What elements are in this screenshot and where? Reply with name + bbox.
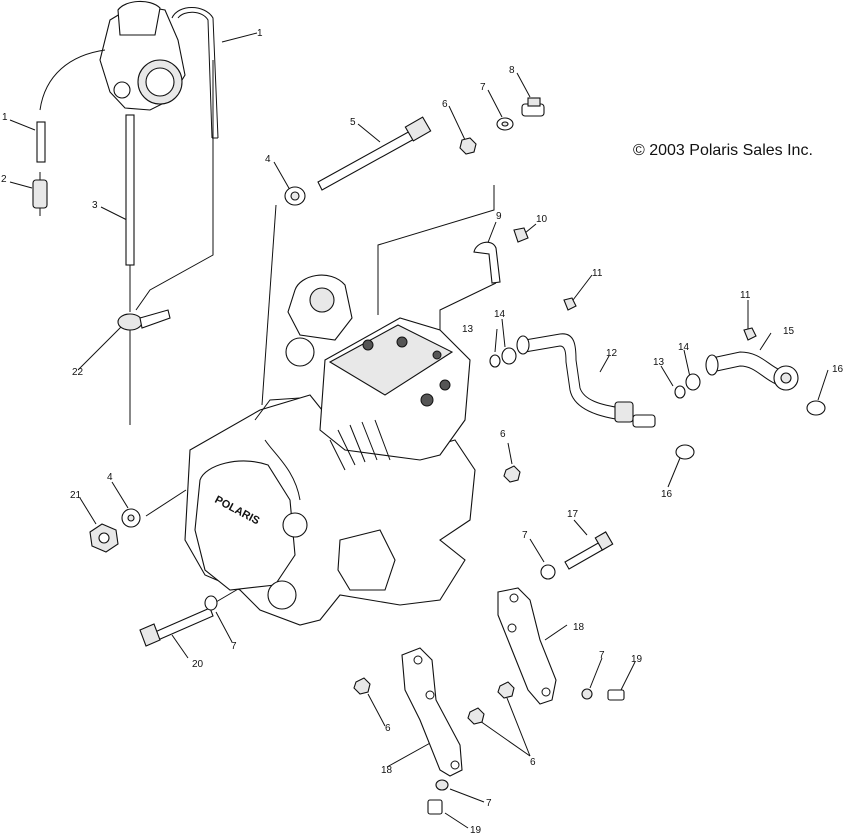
bolt-5 — [317, 116, 432, 191]
washer-7-lower-right — [581, 688, 593, 700]
nut-6-lower-left — [353, 677, 371, 695]
bolt-20 — [139, 607, 214, 647]
bracket-18-left — [401, 647, 463, 777]
washer-4-left — [121, 508, 141, 528]
nut-21 — [89, 523, 119, 553]
bolt-19-bottom — [427, 799, 443, 815]
engine: POLARIS — [184, 274, 476, 626]
callout-4-top: 4 — [265, 154, 271, 165]
callout-12: 12 — [606, 348, 618, 359]
oil-line-12 — [516, 333, 656, 428]
nut-6-lower-right — [497, 681, 515, 699]
callout-18-right: 18 — [573, 622, 585, 633]
callout-6-right: 6 — [500, 429, 506, 440]
callout-7-bottom: 7 — [486, 798, 492, 809]
callout-11-left: 11 — [592, 268, 603, 279]
bolt-11-right — [743, 327, 757, 341]
callout-6-top: 6 — [442, 99, 448, 110]
fuel-filter-2 — [32, 172, 48, 216]
bolt-17 — [564, 531, 614, 570]
leader-lines — [9, 32, 829, 829]
bolt-19-right — [607, 689, 625, 701]
callout-17: 17 — [567, 509, 579, 520]
callout-6-lower-right: 6 — [530, 757, 536, 768]
callout-1-top: 1 — [257, 28, 263, 39]
washer-4-top — [284, 186, 306, 206]
callout-7-top: 7 — [480, 82, 486, 93]
callout-5: 5 — [350, 117, 356, 128]
washer-14-left — [501, 347, 517, 365]
callout-10: 10 — [536, 214, 548, 225]
nut-6-right — [503, 465, 521, 483]
callout-11-right: 11 — [740, 290, 751, 301]
washer-7-bottom — [435, 779, 449, 791]
callout-1-left: 1 — [2, 112, 8, 123]
copyright-notice: © 2003 Polaris Sales Inc. — [633, 142, 813, 159]
callout-13-right: 13 — [653, 357, 665, 368]
drain-hose-3 — [125, 114, 135, 266]
bracket-9 — [473, 241, 501, 284]
callout-19-bottom: 19 — [470, 825, 482, 835]
bolt-8 — [521, 97, 545, 117]
nut-6-lower-mid — [467, 707, 485, 725]
clamp-22 — [117, 309, 171, 331]
callout-4-left: 4 — [107, 472, 113, 483]
washer-7-right — [540, 564, 556, 580]
washer-13-right — [674, 385, 686, 399]
callout-16-right: 16 — [832, 364, 844, 375]
washer-14-right — [685, 373, 701, 391]
callout-21: 21 — [70, 490, 82, 501]
bolt-10 — [513, 227, 529, 243]
clamp-16-right — [806, 400, 826, 416]
callout-13-left: 13 — [462, 324, 474, 335]
callout-8: 8 — [509, 65, 515, 76]
washer-7-left — [204, 595, 218, 611]
callout-20: 20 — [192, 659, 204, 670]
bolt-11-left — [563, 297, 577, 311]
carburetor — [39, 0, 186, 111]
callout-18-left: 18 — [381, 765, 393, 776]
callout-7-left: 7 — [231, 641, 237, 652]
washer-7-top — [496, 117, 514, 131]
callout-14-right: 14 — [678, 342, 690, 353]
hose-1 — [36, 121, 46, 163]
clamp-16-lower — [675, 444, 695, 460]
nut-6-top — [459, 137, 477, 155]
callout-7-right: 7 — [522, 530, 528, 541]
callout-16-lower: 16 — [661, 489, 673, 500]
callout-labels: 1 1 2 3 22 4 4 5 6 6 6 6 7 7 7 7 7 8 9 1… — [1, 28, 844, 835]
callout-3: 3 — [92, 200, 98, 211]
callout-6-lower-left: 6 — [385, 723, 391, 734]
callout-2: 2 — [1, 174, 7, 185]
callout-7-lower-right: 7 — [599, 650, 605, 661]
bracket-18-right — [497, 587, 557, 705]
vent-hose-1 — [171, 7, 219, 139]
callout-22: 22 — [72, 367, 84, 378]
callout-9: 9 — [496, 211, 502, 222]
oil-line-15 — [705, 351, 799, 391]
callout-15: 15 — [783, 326, 795, 337]
washer-13-left — [489, 354, 501, 368]
callout-14-left: 14 — [494, 309, 506, 320]
callout-19-right: 19 — [631, 654, 643, 665]
